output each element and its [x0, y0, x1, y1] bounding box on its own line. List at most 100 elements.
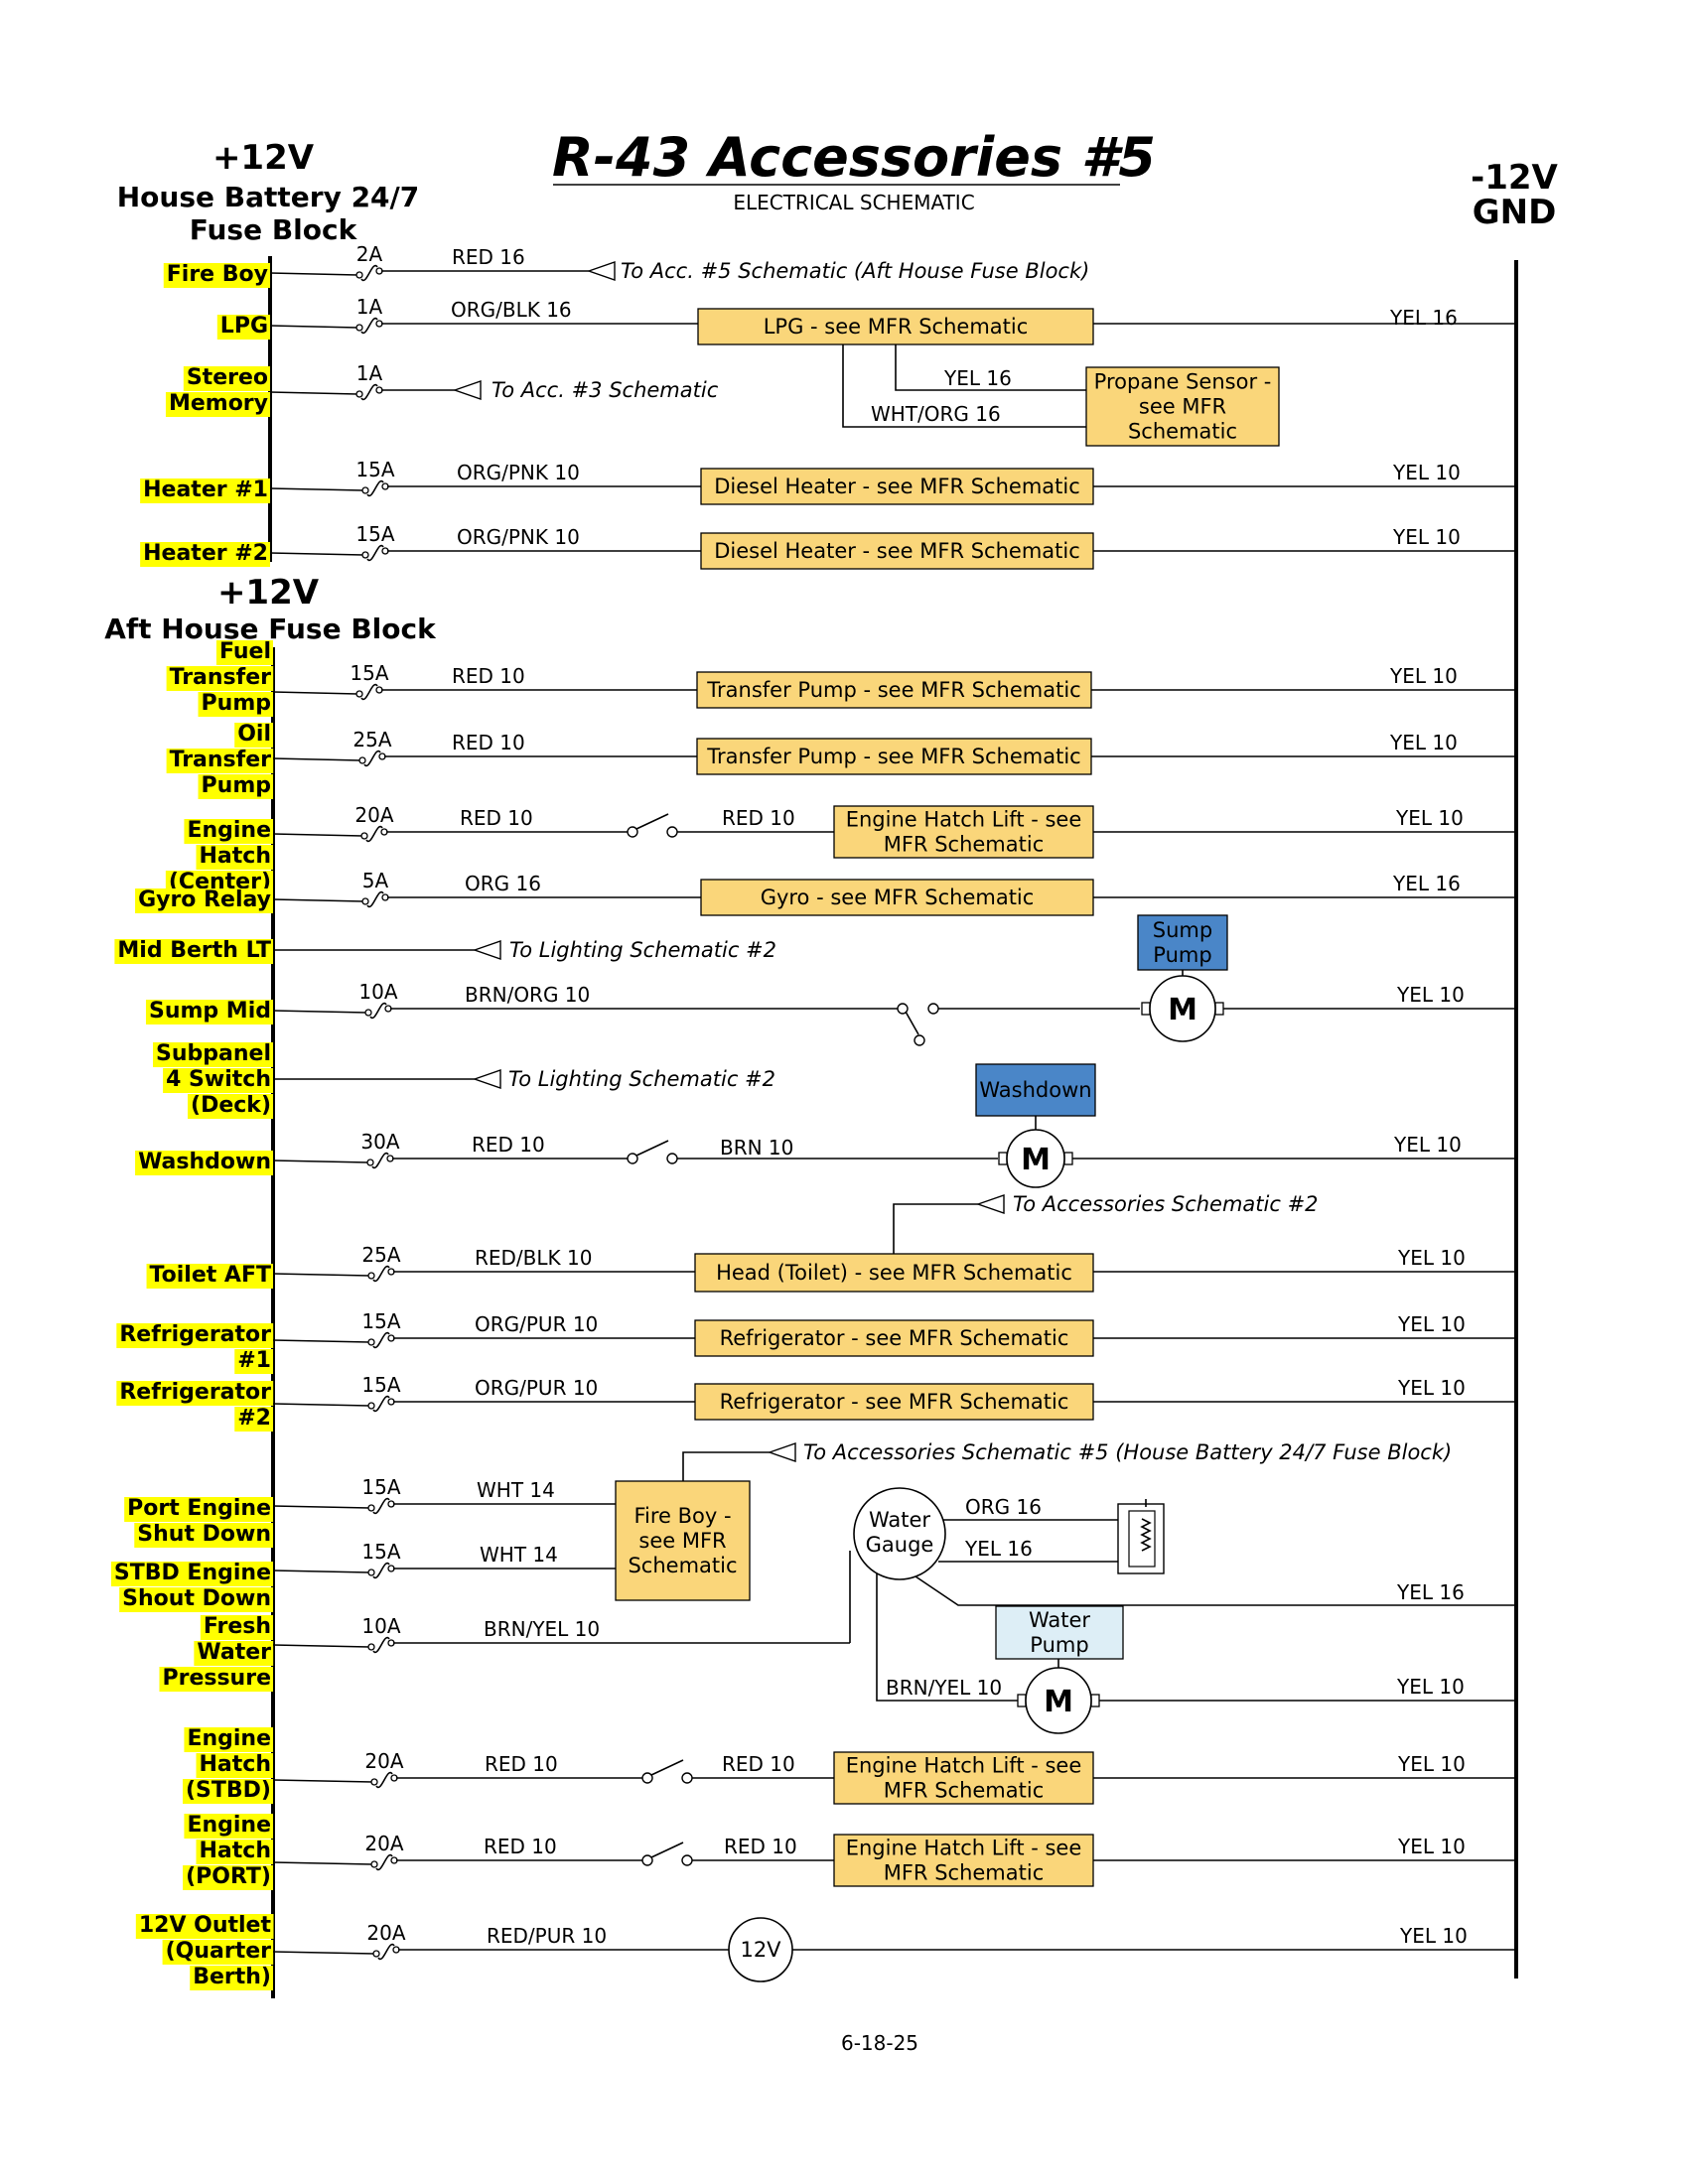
component-box-text: Refrigerator - see MFR Schematic — [720, 1390, 1069, 1414]
circuit-label-line: Oil — [237, 722, 271, 747]
circuit-label-line: Mid Berth LT — [117, 938, 271, 963]
wire — [272, 1505, 370, 1509]
wire — [269, 487, 364, 491]
ground-wire-label: YEL 10 — [1389, 731, 1458, 754]
wire-label: RED 10 — [452, 664, 525, 688]
wire-label: RED 10 — [485, 1752, 558, 1776]
left-voltage-2: +12V — [217, 573, 320, 613]
off-sheet-arrow — [472, 940, 501, 960]
page-subtitle: ELECTRICAL SCHEMATIC — [733, 191, 974, 214]
wire-label: RED 10 — [452, 731, 525, 754]
wire — [269, 391, 358, 395]
fuse-symbol — [372, 1497, 390, 1515]
wire — [272, 1779, 373, 1783]
circuit-label-line: Toilet AFT — [150, 1263, 271, 1288]
label-highlight — [200, 1615, 273, 1640]
circuit-label-line: Pump — [202, 773, 271, 798]
ground-wire-label: YEL 10 — [1393, 1133, 1462, 1157]
switch-blade — [635, 1140, 669, 1157]
fuse-rating: 20A — [364, 1832, 403, 1855]
label-highlight — [198, 692, 273, 717]
motor-terminal — [1063, 1152, 1073, 1165]
circuit-label-line: (STBD) — [186, 1778, 271, 1803]
transfer-pump-fuel-box-rect — [696, 671, 1092, 709]
ground-wire-label: YEL 10 — [1397, 1752, 1466, 1776]
right-voltage: -12V — [1471, 158, 1558, 198]
ground-wire-label: YEL 10 — [1395, 806, 1464, 830]
date-label: 6-18-25 — [841, 2031, 918, 2055]
fuse: 5A — [361, 869, 389, 908]
wire — [269, 552, 364, 556]
fuse-terminal — [367, 1402, 375, 1410]
fuse-rating: 15A — [350, 661, 388, 685]
fuse-terminal — [370, 1778, 378, 1786]
label-highlight — [140, 478, 270, 503]
wire-label: ORG/PUR 10 — [475, 1312, 598, 1336]
diesel-heater-2-box: Diesel Heater - see MFR Schematic — [700, 532, 1094, 570]
label-highlight — [116, 1323, 274, 1348]
fuse-terminal — [370, 1860, 378, 1868]
label-highlight — [134, 1523, 273, 1548]
wire-label: RED 10 — [484, 1835, 557, 1858]
tank-sender-resistor — [1140, 1518, 1152, 1552]
wire — [272, 691, 358, 695]
fuse: 1A — [355, 361, 383, 401]
wire-label: RED 10 — [472, 1133, 545, 1157]
refrigerator-2-box-rect — [694, 1383, 1094, 1421]
water-pump-box-rect — [995, 1605, 1124, 1660]
component-box-text: Schematic — [628, 1554, 737, 1577]
wire — [269, 325, 358, 329]
wire — [272, 898, 364, 902]
label-highlight — [166, 749, 274, 773]
wire-label: RED 16 — [452, 245, 525, 269]
refrigerator-1-box-rect — [694, 1319, 1094, 1357]
fuse-block-name-1b: Fuse Block — [190, 213, 358, 246]
wire-label: YEL 16 — [964, 1537, 1033, 1561]
circuit-label-line: (PORT) — [186, 1864, 271, 1889]
label-highlight — [184, 1727, 273, 1752]
circuit-label-line: Shut Down — [137, 1522, 271, 1547]
fuse-terminal — [361, 897, 369, 905]
circuit-label: Sump Mid — [145, 999, 273, 1024]
fuse: 15A — [361, 1540, 401, 1579]
fuse-symbol — [369, 1002, 387, 1020]
off-sheet-reference: To Acc. #3 Schematic — [492, 378, 719, 402]
off-sheet-reference: To Lighting Schematic #2 — [509, 938, 776, 962]
wire — [272, 833, 363, 837]
fuse-terminal — [367, 1504, 375, 1512]
wire-label: BRN/YEL 10 — [886, 1676, 1002, 1700]
motor-label: M — [1021, 1143, 1051, 1177]
fuse-rating: 25A — [361, 1243, 400, 1267]
label-highlight — [140, 542, 270, 567]
fuse-symbol — [377, 1943, 395, 1961]
circuit-label-line: Berth) — [193, 1965, 271, 1989]
fire-boy-box-rect — [615, 1480, 751, 1601]
motor-label: M — [1044, 1685, 1073, 1719]
motor: M — [1141, 975, 1224, 1042]
wire-label: RED/PUR 10 — [487, 1924, 607, 1948]
label-highlight — [145, 1000, 273, 1024]
circuit-label: Refrigerator#1 — [116, 1322, 274, 1374]
fuse-block-name-1a: House Battery 24/7 — [117, 181, 420, 213]
label-highlight — [162, 1940, 274, 1965]
water-gauge-label: Water — [869, 1508, 930, 1532]
off-sheet-arrow — [472, 1069, 501, 1089]
off-sheet-arrow — [767, 1442, 796, 1462]
wire — [272, 1644, 370, 1648]
circuit-label: Refrigerator#2 — [116, 1380, 274, 1432]
wire — [272, 757, 361, 761]
label-highlight — [184, 819, 273, 844]
fuse-terminal — [364, 1009, 372, 1017]
fuse-symbol — [371, 1152, 389, 1169]
ground-wire-label: YEL 10 — [1396, 983, 1465, 1007]
fuse-terminal — [360, 832, 368, 840]
circuit-label-line: Water — [197, 1640, 271, 1665]
switch — [641, 1842, 693, 1866]
wire — [272, 1403, 370, 1407]
circuit-label-line: Refrigerator — [119, 1380, 271, 1405]
